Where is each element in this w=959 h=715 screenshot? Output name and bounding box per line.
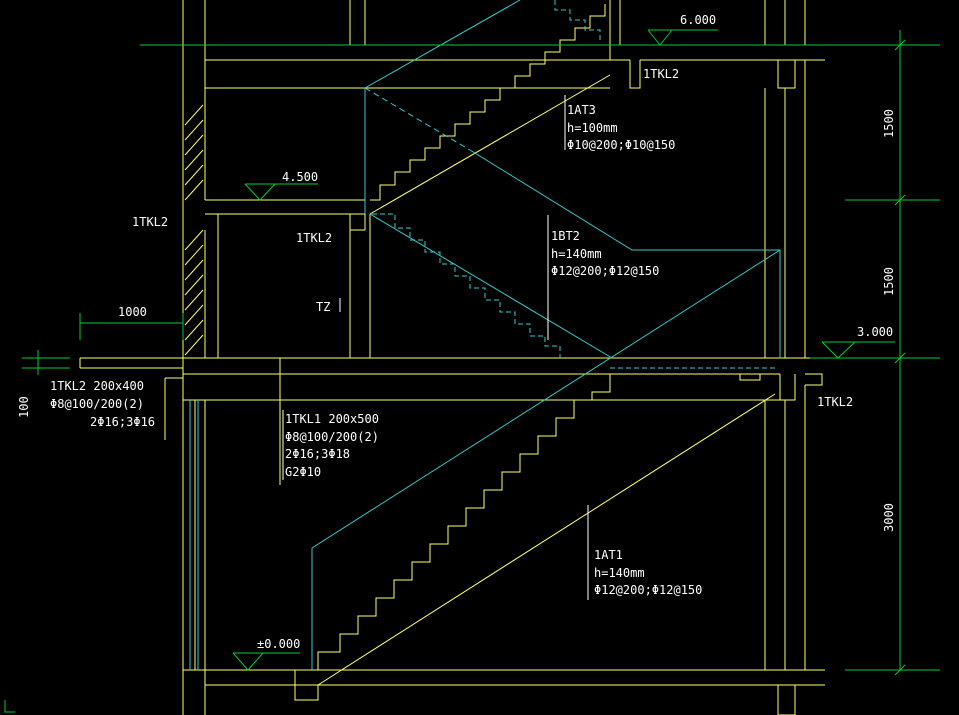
upper-flight-dim: 1500 (882, 109, 896, 138)
section-lines (189, 0, 781, 670)
tkl2-mid-right-label: 1TKL2 (817, 395, 853, 409)
wall-hatching (184, 104, 204, 356)
level-top: 6.000 (680, 13, 716, 27)
level-mid: 3.000 (857, 325, 893, 339)
at1-name: 1AT1 (594, 548, 623, 562)
bt2-thickness: h=140mm (551, 247, 602, 261)
tkl2-top-label: 1TKL2 (643, 67, 679, 81)
tkl1-side-bars: G2Φ10 (285, 465, 321, 479)
at1-rebar: Φ12@200;Φ12@150 (594, 583, 702, 597)
tkl2-main-bars: 2Φ16;3Φ16 (90, 415, 155, 429)
tkl2-left-label: 1TKL2 (296, 231, 332, 245)
at3-name: 1AT3 (567, 103, 596, 117)
canopy-width-dim: 1000 (118, 305, 147, 319)
bt2-name: 1BT2 (551, 229, 580, 243)
level-mid-upper: 4.500 (282, 170, 318, 184)
dimension-lines (4, 29, 940, 713)
lower-flight-dim: 3000 (882, 503, 896, 532)
tkl1-stirrup: Φ8@100/200(2) (285, 430, 379, 444)
at3-thickness: h=100mm (567, 121, 618, 135)
level-ground: ±0.000 (257, 637, 300, 651)
at3-rebar: Φ10@200;Φ10@150 (567, 138, 675, 152)
tkl2-stirrup: Φ8@100/200(2) (50, 397, 144, 411)
canopy-thickness-dim: 100 (17, 396, 31, 418)
at1-thickness: h=140mm (594, 566, 645, 580)
tkl1-spec: 1TKL1 200x500 (285, 412, 379, 426)
structure-lines (79, 0, 825, 715)
middle-flight-dim: 1500 (882, 267, 896, 296)
bt2-rebar: Φ12@200;Φ12@150 (551, 264, 659, 278)
annotations: 6.000 4.500 3.000 ±0.000 1TKL2 1TKL2 1TK… (17, 13, 896, 651)
leader-lines (282, 95, 589, 600)
tkl2-spec: 1TKL2 200x400 (50, 379, 144, 393)
tkl1-main-bars: 2Φ16;3Φ18 (285, 447, 350, 461)
tkl2-left-upper-label: 1TKL2 (132, 215, 168, 229)
tz-label: TZ (316, 300, 330, 314)
